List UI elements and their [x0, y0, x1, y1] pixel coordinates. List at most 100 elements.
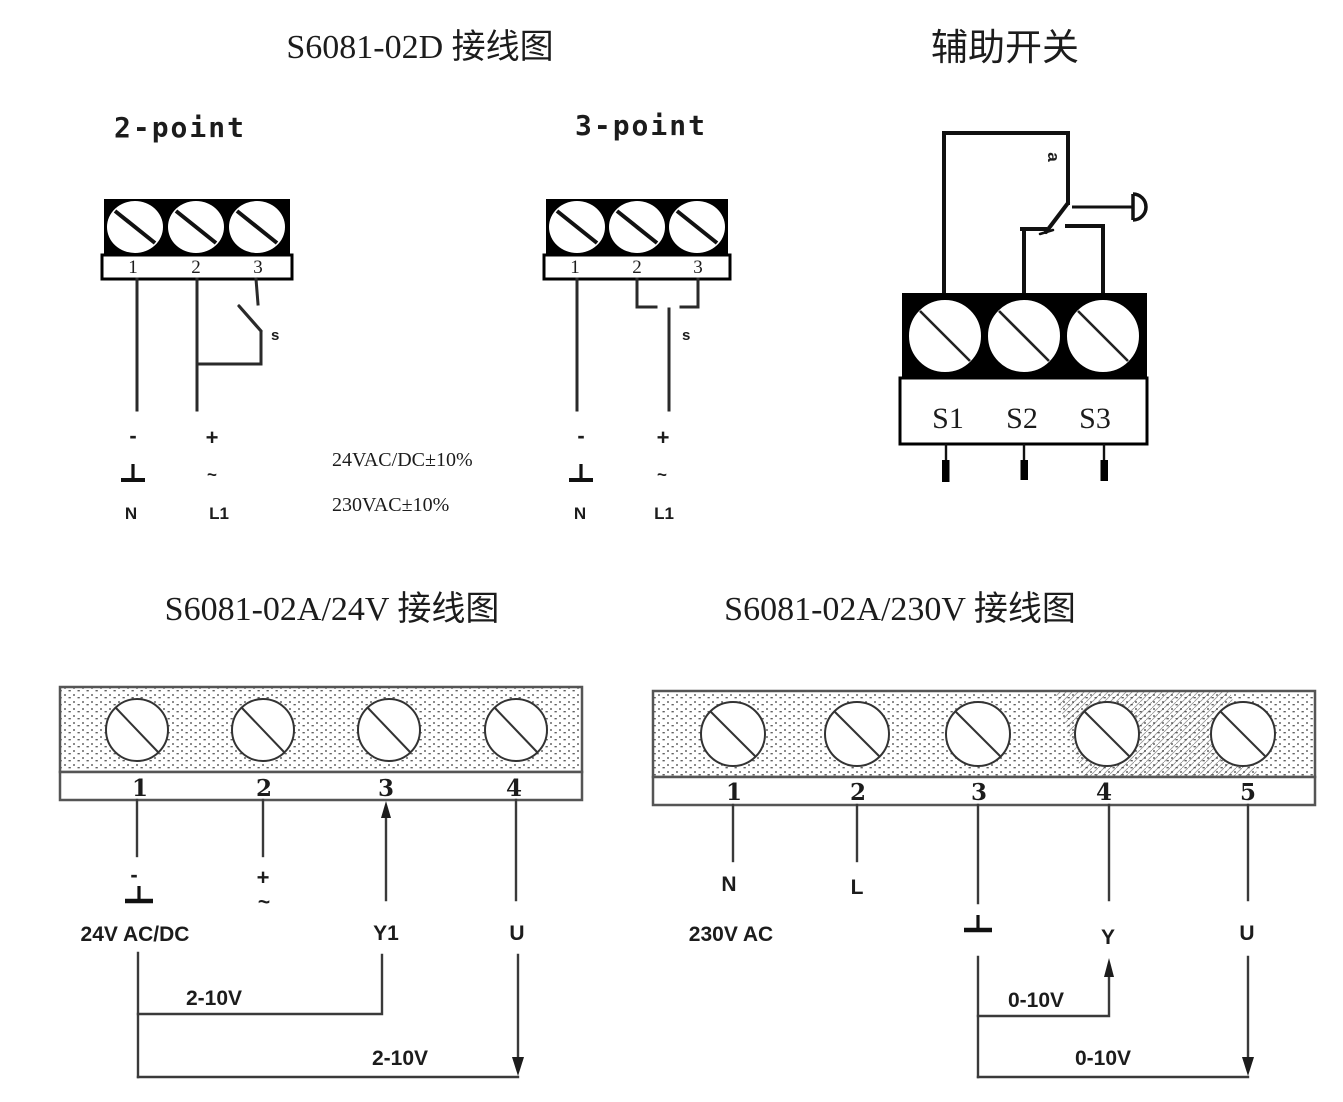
terminal-number: 1 — [570, 257, 580, 278]
s6081-02a-24v-diagram: S6081-02A/24V 接线图 1 2 3 4 — [58, 590, 584, 1079]
output-range-label: 2-10V — [372, 1047, 428, 1070]
aux-terminal-block: S1 S2 S3 — [898, 293, 1149, 446]
screw-terminal-icon — [168, 201, 224, 253]
screw-terminal-icon — [107, 201, 163, 253]
right-contact-wire — [1065, 224, 1105, 295]
output-range-label: 0-10V — [1075, 1047, 1131, 1070]
labels-230v: N L 230V AC Y U 0-10V 0-10V — [689, 873, 1255, 1070]
minus-sign: - — [577, 423, 584, 448]
terminal-number: 4 — [1096, 779, 1112, 806]
minus-sign: - — [130, 862, 137, 887]
screw-terminal-icon — [945, 701, 1011, 767]
terminal-number: 3 — [253, 257, 263, 278]
two-point-label: 2-point — [114, 111, 246, 144]
aux-terminal-label: S3 — [1079, 402, 1111, 435]
terminal-number: 2 — [632, 257, 642, 278]
terminal-number: 1 — [726, 779, 742, 806]
terminal-number: 1 — [132, 775, 148, 802]
plus-sign: + — [206, 425, 219, 450]
output-label: U — [1239, 922, 1254, 945]
line-label: L1 — [654, 504, 674, 523]
u-signal-bracket — [136, 953, 520, 1079]
arrow-up-icon — [381, 801, 391, 818]
three-point-wires — [575, 277, 700, 412]
minus-sign: - — [129, 423, 136, 448]
ground-icon — [121, 464, 145, 482]
aux-switch-wires — [942, 131, 1105, 295]
screw-terminal-icon — [484, 698, 548, 762]
ground-icon — [569, 464, 593, 482]
s6081-02a-230v-title: S6081-02A/230V 接线图 — [724, 590, 1076, 628]
ac-tilde: ~ — [657, 465, 667, 484]
arrow-up-icon — [1104, 958, 1114, 977]
terminal-number: 3 — [971, 779, 987, 806]
three-point-diagram: 3-point 1 2 3 — [542, 109, 732, 523]
ground-icon — [125, 886, 153, 904]
supply-label: 230V AC — [689, 923, 773, 946]
pin-icon — [942, 444, 950, 482]
s6081-02d-title: S6081-02D 接线图 — [286, 28, 553, 66]
terminal-number: 3 — [378, 775, 394, 802]
u-signal-bracket — [976, 955, 1250, 1079]
terminal-number: 4 — [506, 775, 522, 802]
aux-terminal-label: S1 — [932, 402, 964, 435]
s6081-02a-24v-title: S6081-02A/24V 接线图 — [165, 590, 500, 628]
output-label: U — [509, 922, 524, 945]
wires-230v — [731, 803, 1254, 1079]
terminal-strip-230v: 1 2 3 4 5 — [651, 689, 1317, 807]
screw-terminal-icon — [229, 201, 285, 253]
terminal-number: 5 — [1240, 779, 1256, 806]
cam-label: a — [1044, 152, 1063, 162]
screw-terminal-icon — [1074, 701, 1140, 767]
neutral-label: N — [574, 504, 586, 523]
terminal-number: 2 — [256, 775, 272, 802]
screw-terminal-icon — [669, 201, 725, 253]
aux-terminal-pins — [942, 444, 1108, 482]
arrow-down-icon — [512, 1057, 524, 1076]
s6081-02a-230v-diagram: S6081-02A/230V 接线图 — [651, 590, 1317, 1079]
labels-24v: - 24V AC/DC + ~ Y1 U 2-10V 2-10V — [81, 862, 525, 1070]
common-pole-wire — [942, 131, 1070, 295]
switch-label: s — [682, 327, 690, 344]
aux-switch-title: 辅助开关 — [931, 27, 1079, 69]
two-point-polarity: - + ~ N L1 — [121, 423, 229, 523]
screw-terminal-icon — [549, 201, 605, 253]
screw-terminal-icon — [700, 701, 766, 767]
input-label: Y1 — [373, 922, 399, 945]
auxiliary-switch-diagram: 辅助开关 a — [898, 27, 1149, 482]
three-point-polarity: - + ~ N L1 — [569, 423, 674, 523]
input-range-label: 2-10V — [186, 987, 242, 1010]
three-point-label: 3-point — [575, 109, 707, 142]
wires-24v — [135, 798, 524, 1079]
screw-terminal-icon — [609, 201, 665, 253]
aux-terminal-label: S2 — [1006, 402, 1038, 435]
ac-tilde: ~ — [258, 891, 270, 914]
screw-terminal-icon — [1065, 298, 1141, 374]
switch-s-icon — [237, 304, 263, 333]
pin-icon — [1020, 444, 1028, 480]
left-contact-wire — [1020, 227, 1047, 295]
neutral-label: N — [125, 504, 137, 523]
actuator-cam-icon — [1072, 192, 1148, 222]
terminal-strip-24v: 1 2 3 4 — [58, 685, 584, 802]
ac-tilde: ~ — [207, 465, 217, 484]
screw-terminal-icon — [907, 298, 983, 374]
supply-label: 24V AC/DC — [81, 923, 190, 946]
plus-sign: + — [657, 425, 670, 450]
screw-terminal-icon — [357, 698, 421, 762]
pin-icon — [1100, 444, 1108, 481]
terminal-number: 3 — [693, 257, 703, 278]
screw-terminal-icon — [231, 698, 295, 762]
s6081-02d-diagram: S6081-02D 接线图 2-point 1 — [100, 28, 732, 523]
two-point-diagram: 2-point 1 2 3 — [100, 111, 294, 523]
switch-return-wire — [195, 331, 263, 366]
terminal-number: 1 — [128, 257, 138, 278]
plus-sign: + — [257, 865, 270, 890]
supply-note-24v: 24VAC/DC±10% — [332, 449, 473, 471]
screw-terminal-icon — [1210, 701, 1276, 767]
two-point-terminal-block: 1 2 3 — [100, 199, 294, 281]
input-label: Y — [1101, 926, 1115, 949]
screw-terminal-icon — [824, 701, 890, 767]
terminal-number: 2 — [850, 779, 866, 806]
